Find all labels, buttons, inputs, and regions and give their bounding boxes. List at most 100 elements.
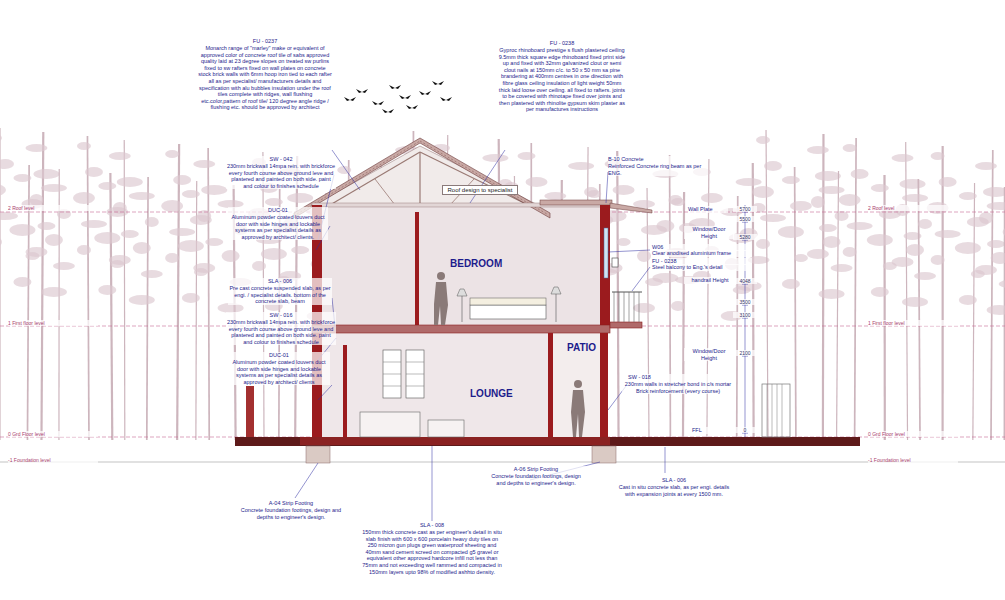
background-trees [169, 228, 195, 236]
building-section [470, 298, 546, 305]
building-section [428, 420, 464, 437]
background-trees [182, 190, 200, 198]
building-section [574, 380, 582, 388]
background-trees [482, 154, 508, 162]
background-trees [918, 179, 920, 440]
background-trees [0, 237, 2, 247]
background-trees [129, 295, 155, 305]
building-section [556, 294, 557, 322]
background-trees [756, 136, 770, 144]
birds [406, 105, 418, 109]
building-section [610, 322, 642, 328]
building-section [540, 200, 612, 205]
background-trees [959, 295, 977, 305]
birds [432, 81, 444, 85]
background-trees [837, 171, 839, 440]
background-trees [671, 198, 685, 206]
building-section [235, 437, 860, 446]
building-section [629, 292, 630, 322]
background-trees [671, 301, 685, 311]
background-trees [782, 279, 800, 289]
background-trees [9, 224, 35, 236]
annotation-code: SLA - 006 [228, 278, 332, 285]
annotation-note: Pre cast concrete suspended slab, as per… [228, 285, 332, 305]
building-section [246, 386, 254, 437]
background-trees [633, 303, 655, 313]
building-section [462, 296, 463, 322]
building-section [383, 350, 401, 398]
level-label: 0 Grd Floor level [8, 431, 98, 437]
background-trees [918, 219, 932, 229]
building-section [419, 152, 420, 205]
background-trees [41, 184, 67, 192]
background-trees [178, 240, 204, 252]
building-section [592, 446, 616, 463]
background-trees [975, 265, 997, 275]
annotation-code: FU - 0238 [498, 40, 626, 47]
background-trees [587, 190, 601, 198]
background-trees [261, 248, 287, 260]
background-trees [141, 270, 163, 278]
building-section [767, 384, 782, 437]
building-section [330, 152, 420, 205]
level-label: 2 Roof level [868, 205, 958, 211]
background-trees [819, 186, 845, 194]
background-trees [45, 234, 63, 246]
building-section [406, 386, 424, 387]
annotation-note: Aluminum powder coated louvers duct door… [228, 214, 328, 240]
annotation-note: Concrete foundation footings, design and… [240, 507, 342, 520]
background-trees [831, 264, 853, 272]
annotation-note: 150mm thick concrete cast as per enginee… [362, 529, 502, 575]
background-trees [33, 169, 59, 179]
background-trees [129, 192, 155, 200]
annotation-note: Monarch range of "marley" make or equiva… [198, 45, 332, 111]
background-trees [13, 277, 31, 287]
annotation-code: FU - 0237 [198, 38, 332, 45]
background-trees [815, 171, 841, 181]
background-trees [568, 162, 594, 170]
building-section [375, 179, 395, 205]
dimension-value: 4048 [733, 278, 757, 284]
background-trees [900, 179, 926, 189]
building-section [322, 333, 548, 437]
background-trees [931, 152, 945, 160]
building-section [406, 362, 424, 363]
birds [419, 91, 431, 95]
background-trees [165, 253, 179, 263]
leader-lines [432, 446, 433, 521]
background-trees [701, 193, 723, 203]
annotation-note: Gyproc rhinoboard prestige s flush plast… [498, 47, 626, 113]
leader-lines [632, 267, 650, 291]
background-trees [633, 200, 655, 208]
building-section [470, 305, 546, 319]
annotation-note: Concrete foundation footings, design and… [486, 473, 586, 486]
annotation-note: Steel balcony to Eng.'s detail [652, 264, 752, 271]
annotation-note: Window/Door Height [684, 348, 734, 361]
leader-lines [608, 250, 650, 252]
background-trees [94, 232, 120, 244]
background-trees [637, 250, 651, 262]
building-section [553, 333, 600, 437]
background-trees [851, 169, 869, 179]
background-trees [807, 249, 829, 259]
background-trees [0, 212, 18, 220]
background-trees [173, 175, 191, 185]
background-trees [81, 220, 107, 228]
building-section [624, 292, 625, 322]
background-trees [906, 244, 924, 256]
building-section [619, 292, 620, 322]
annotation-note: Window/Door Height [684, 226, 734, 239]
background-trees [839, 194, 861, 206]
annotation-code: B-10 Concrete [608, 156, 708, 163]
background-trees [955, 242, 981, 254]
building-section [551, 287, 561, 294]
background-trees [526, 177, 548, 187]
background-trees [939, 177, 957, 187]
level-label: -1 Foundation level [8, 457, 98, 463]
building-section [767, 384, 768, 437]
background-trees [109, 152, 131, 160]
background-trees [835, 211, 849, 221]
dimension-value: 3100 [733, 312, 757, 318]
background-trees [823, 236, 841, 248]
background-trees [843, 247, 857, 257]
